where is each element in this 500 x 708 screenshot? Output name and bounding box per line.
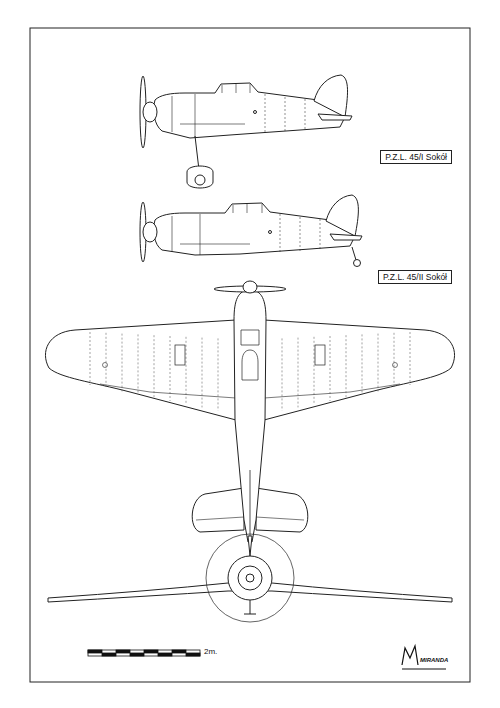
scale-segment bbox=[116, 650, 130, 653]
variant-label: P.Z.L. 45/I Sokół bbox=[385, 152, 447, 162]
logo-text: MIRANDA bbox=[420, 657, 448, 663]
scale-segment bbox=[158, 653, 172, 656]
scale-segment bbox=[130, 653, 144, 656]
panel-line bbox=[154, 335, 155, 398]
frame bbox=[30, 28, 470, 682]
scale-segment bbox=[172, 650, 186, 653]
scale-segment bbox=[144, 650, 158, 653]
scale-segment bbox=[88, 650, 102, 653]
panel-line bbox=[410, 332, 411, 385]
top-view bbox=[45, 281, 454, 542]
variant-label-box: P.Z.L. 45/I Sokół bbox=[380, 150, 452, 164]
panel-line bbox=[122, 334, 123, 392]
scale-segment bbox=[102, 653, 116, 656]
front-view bbox=[48, 534, 452, 622]
panel-line bbox=[138, 334, 139, 394]
panel-line bbox=[314, 337, 315, 404]
scale-label: 2m. bbox=[204, 647, 217, 656]
side-view-45-I bbox=[140, 75, 352, 188]
side-view-45-II bbox=[140, 195, 362, 267]
scale-bar bbox=[88, 650, 200, 656]
panel-line bbox=[282, 338, 283, 410]
panel-line bbox=[378, 334, 379, 392]
scale-segment bbox=[186, 653, 200, 656]
panel-line bbox=[106, 333, 107, 388]
panel-line bbox=[90, 332, 91, 385]
panel-line bbox=[330, 336, 331, 401]
panel-line bbox=[346, 335, 347, 398]
panel-line bbox=[298, 338, 299, 408]
variant-label: P.Z.L. 45/II Sokół bbox=[383, 272, 447, 282]
panel-line bbox=[170, 336, 171, 401]
panel-line bbox=[394, 333, 395, 388]
variant-label-box: P.Z.L. 45/II Sokół bbox=[378, 270, 452, 284]
panel-line bbox=[186, 337, 187, 404]
panel-line bbox=[202, 338, 203, 408]
panel-line bbox=[218, 338, 219, 410]
panel-line bbox=[362, 334, 363, 394]
